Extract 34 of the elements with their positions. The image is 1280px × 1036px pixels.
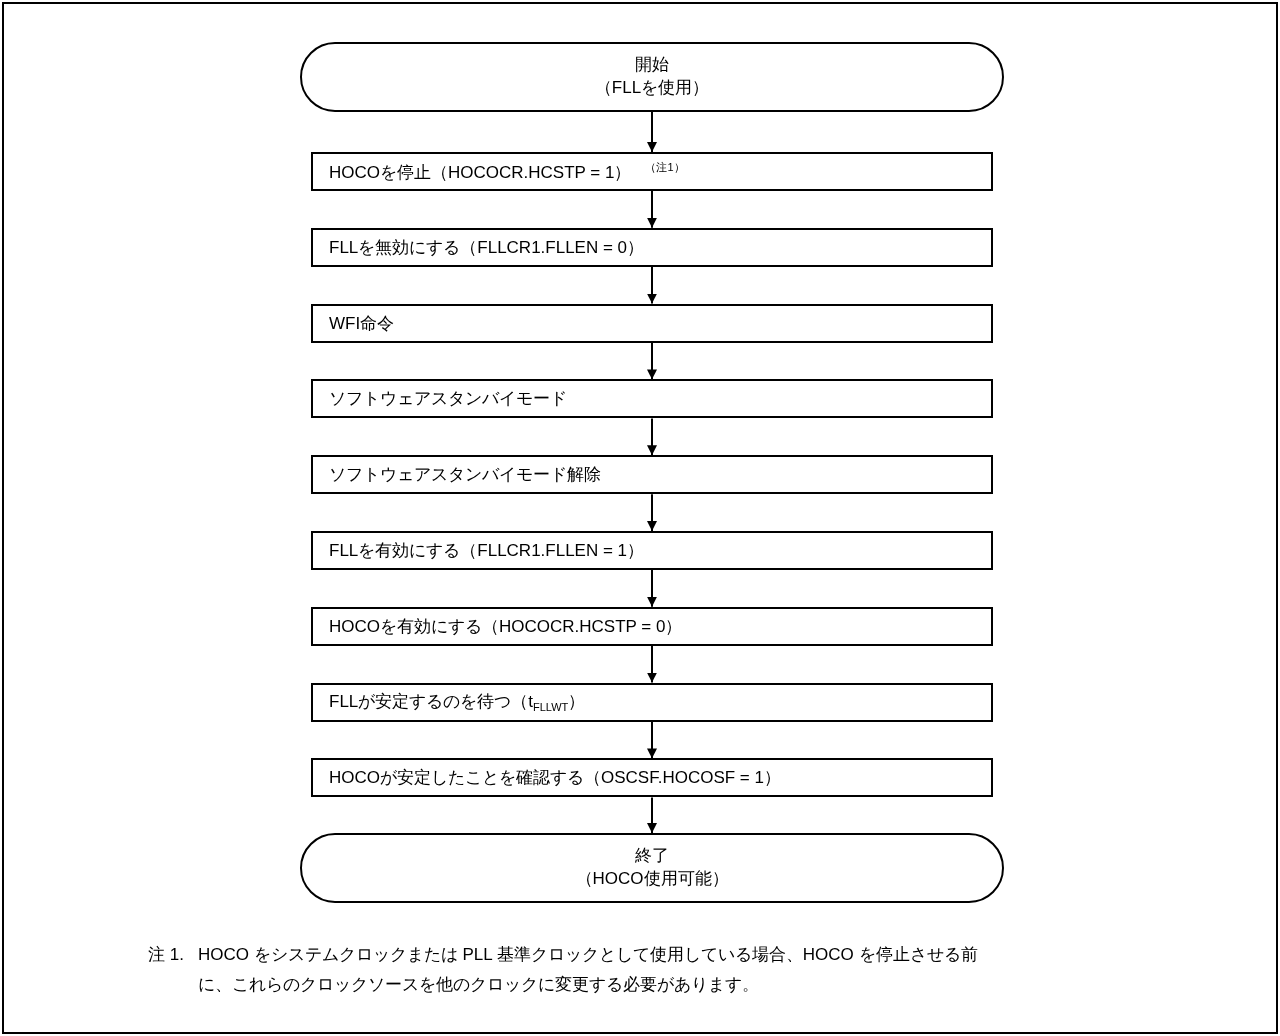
process-box <box>311 682 993 722</box>
arrow <box>647 111 657 153</box>
step-text: FLLが安定するのを待つ（t$_{FLLWT}$） <box>329 691 586 714</box>
process-box <box>311 379 993 419</box>
note-text: HOCO をシステムクロックまたは PLL 基準クロックとして使用している場合、HOCO を停止させる前に、これらのクロックソースを他のクロックに変更する必要があります。 <box>198 944 979 996</box>
process-box <box>311 227 993 267</box>
process-box <box>311 303 993 343</box>
arrow <box>647 341 657 381</box>
step-text: （FLLを使用） <box>594 77 710 99</box>
arrow <box>647 493 657 532</box>
step-text: ソフトウェアスタンバイモード解除 <box>329 464 601 487</box>
step-text: HOCOを停止（HOCOCR.HCSTP = 1）$^{（注1）}$ <box>329 159 685 184</box>
step-text: FLLを無効にする（FLLCR1.FLLEN = 0） <box>329 236 645 259</box>
step-text: ソフトウェアスタンバイモード <box>329 388 567 411</box>
process-box <box>311 531 993 570</box>
step-text: WFI命令 <box>329 312 395 335</box>
terminal-heading: 終了 <box>635 845 669 868</box>
step-text: FLLを有効にする（FLLCR1.FLLEN = 1） <box>329 540 645 562</box>
arrow <box>647 644 657 684</box>
note-number: 注 1. <box>148 944 185 966</box>
process-box <box>311 152 993 191</box>
arrow <box>647 720 657 760</box>
arrow <box>647 265 657 305</box>
process-box <box>311 758 993 798</box>
step-text: HOCOが安定したことを確認する（OSCSF.HOCOSF = 1） <box>329 767 781 790</box>
process-box <box>311 455 993 495</box>
terminal-heading: 開始 <box>635 54 669 77</box>
arrow <box>647 417 657 457</box>
step-text: （HOCO使用可能） <box>575 868 729 890</box>
step-text: HOCOを有効にする（HOCOCR.HCSTP = 0） <box>329 615 683 638</box>
arrow <box>647 796 657 834</box>
arrow <box>647 569 657 608</box>
arrow <box>647 190 657 229</box>
process-box <box>311 606 993 646</box>
